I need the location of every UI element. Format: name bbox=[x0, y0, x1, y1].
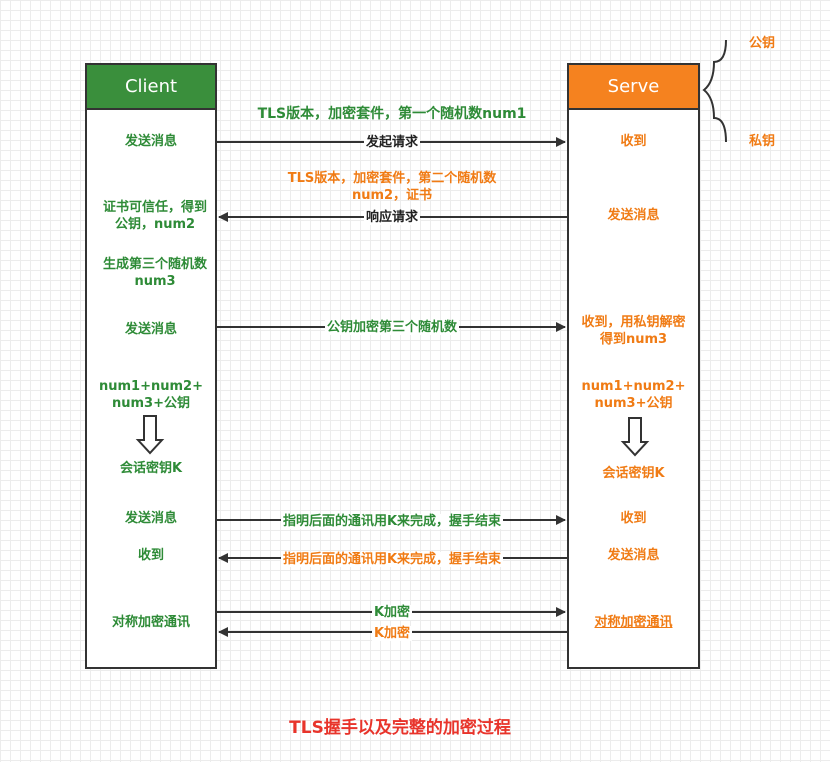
server-lifeline: Serve bbox=[567, 63, 700, 669]
server-title: Serve bbox=[607, 76, 660, 97]
client-lifeline: Client bbox=[85, 63, 217, 669]
server-step4-line1: 收到，用私钥解密 bbox=[581, 315, 686, 330]
server-step1: 收到 bbox=[620, 134, 647, 149]
client-step5-line1: num1+num2+ bbox=[99, 379, 203, 394]
server-step8: 对称加密通讯 bbox=[594, 615, 673, 630]
client-session-key: 会话密钥K bbox=[119, 461, 183, 476]
server-step2: 发送消息 bbox=[607, 208, 660, 223]
server-step5-line2: num3+公钥 bbox=[594, 396, 673, 411]
private-key-label: 私钥 bbox=[749, 134, 776, 149]
server-step4-line2: 得到num3 bbox=[599, 332, 668, 347]
arrow-label-response: 响应请求 bbox=[217, 209, 567, 226]
arrow-label-k-right-text: K加密 bbox=[371, 605, 413, 620]
client-title: Client bbox=[124, 76, 178, 97]
server-step7: 发送消息 bbox=[607, 548, 660, 563]
arrow-label-encrypted-text: 公钥加密第三个随机数 bbox=[324, 320, 459, 335]
server-step6: 收到 bbox=[620, 511, 647, 526]
down-arrow-server-icon bbox=[620, 417, 650, 457]
client-step1: 发送消息 bbox=[124, 134, 177, 149]
client-header: Client bbox=[87, 65, 215, 110]
arrow-label-k-right: K加密 bbox=[217, 604, 567, 621]
client-step5-line2: num3+公钥 bbox=[112, 396, 190, 411]
response-label-line1: TLS版本，加密套件，第二个随机数 bbox=[287, 171, 497, 186]
brace-icon bbox=[702, 39, 727, 143]
arrow-label-k-left: K加密 bbox=[217, 625, 567, 642]
arrow-label-k-left-text: K加密 bbox=[371, 626, 413, 641]
server-session-key: 会话密钥K bbox=[602, 466, 665, 481]
client-step7: 收到 bbox=[137, 548, 164, 563]
public-key-label: 公钥 bbox=[749, 36, 776, 51]
client-step2-line1: 证书可信任，得到 bbox=[102, 200, 207, 215]
arrow-label-finish-client-text: 指明后面的通讯用K来完成，握手结束 bbox=[280, 514, 504, 529]
response-label-line2: num2，证书 bbox=[351, 188, 433, 203]
client-step3-line2: num3 bbox=[134, 274, 176, 289]
client-step3-line1: 生成第三个随机数 bbox=[102, 257, 207, 272]
arrow-label-finish-client: 指明后面的通讯用K来完成，握手结束 bbox=[217, 513, 567, 530]
client-step6: 发送消息 bbox=[124, 511, 177, 526]
top-label: TLS版本，加密套件，第一个随机数num1 bbox=[257, 106, 527, 122]
down-arrow-client-icon bbox=[135, 415, 165, 455]
server-step5-line1: num1+num2+ bbox=[581, 379, 686, 394]
diagram-caption: TLS握手以及完整的加密过程 bbox=[289, 718, 511, 738]
arrow-label-request: 发起请求 bbox=[217, 134, 567, 151]
server-header: Serve bbox=[569, 65, 698, 110]
arrow-label-finish-server: 指明后面的通讯用K来完成，握手结束 bbox=[217, 551, 567, 568]
arrow-label-response-text: 响应请求 bbox=[363, 210, 420, 225]
client-step8: 对称加密通讯 bbox=[111, 615, 190, 630]
arrow-label-encrypted: 公钥加密第三个随机数 bbox=[217, 319, 567, 336]
client-step2-line2: 公钥，num2 bbox=[114, 217, 196, 232]
arrow-label-finish-server-text: 指明后面的通讯用K来完成，握手结束 bbox=[280, 552, 504, 567]
arrow-label-request-text: 发起请求 bbox=[363, 135, 420, 150]
client-step4: 发送消息 bbox=[124, 322, 177, 337]
